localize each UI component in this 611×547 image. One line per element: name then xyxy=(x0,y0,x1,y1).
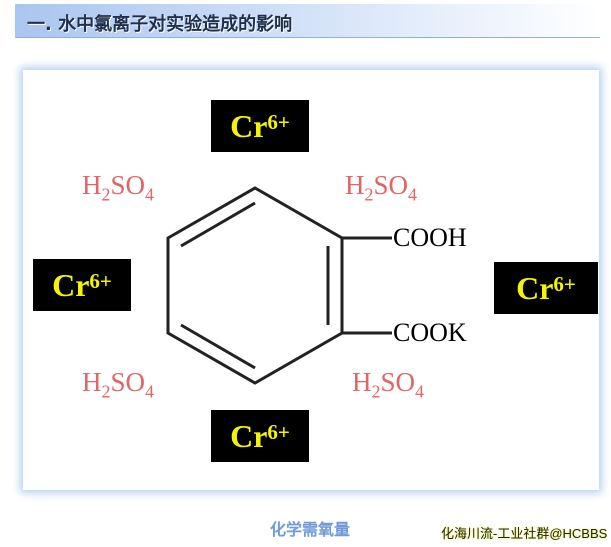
cooh-group: COOH xyxy=(393,223,467,252)
watermark: 化海川流-工业社群@HCBBS xyxy=(441,526,608,541)
cook-group: COOK xyxy=(393,318,467,347)
h2so4-label: H2SO4 xyxy=(82,367,155,402)
caption: 化学需氧量 xyxy=(270,520,351,539)
section-title: 一. 水中氯离子对实验造成的影响 xyxy=(27,14,293,35)
h2so4-label: H2SO4 xyxy=(345,170,418,205)
h2so4-label: H2SO4 xyxy=(82,170,155,205)
h2so4-label: H2SO4 xyxy=(352,367,425,402)
section-header: 一. 水中氯离子对实验造成的影响 xyxy=(15,4,600,38)
